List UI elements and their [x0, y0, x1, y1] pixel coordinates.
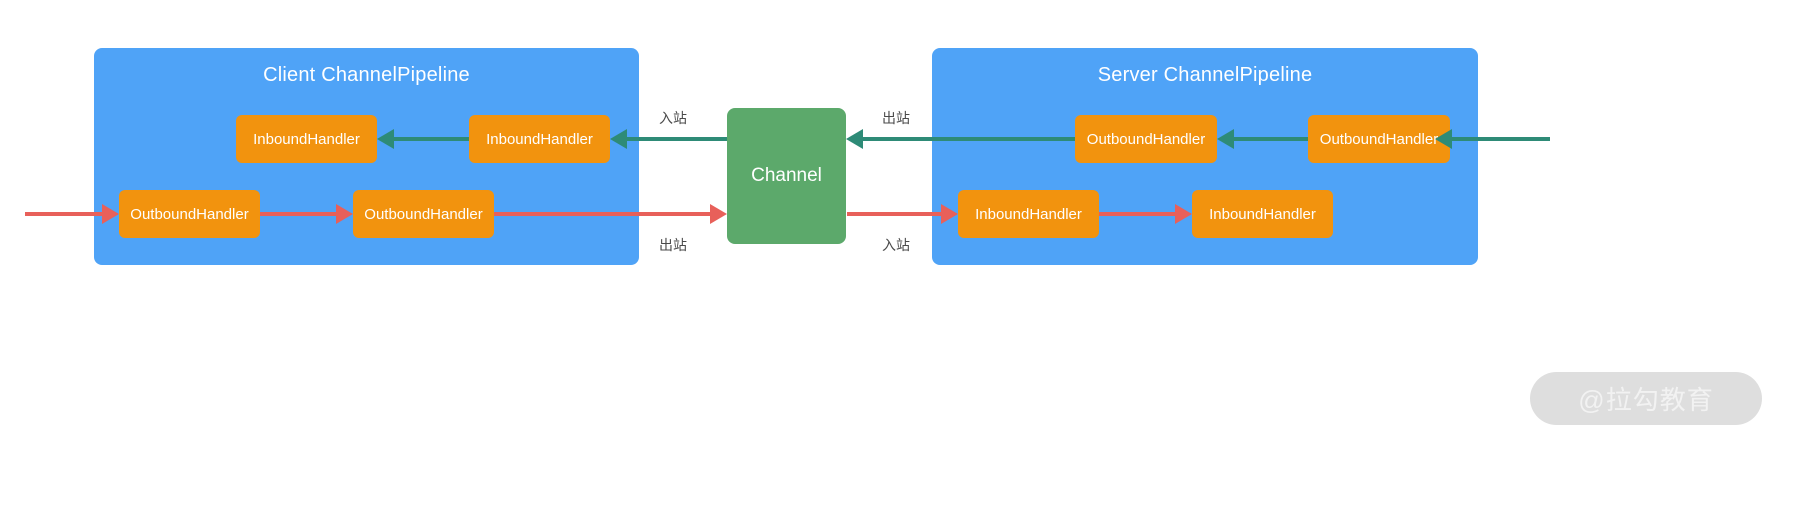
arrow-shaft — [494, 212, 712, 216]
arrow-head — [610, 129, 627, 149]
arrow-head — [1217, 129, 1234, 149]
arrow-head — [846, 129, 863, 149]
client-outbound-handler-2[interactable]: OutboundHandler — [353, 190, 494, 238]
client-outbound-handler-1[interactable]: OutboundHandler — [119, 190, 260, 238]
arrow-green-server-outbound-1-to-2 — [1217, 129, 1308, 149]
client-inbound-handler-2[interactable]: InboundHandler — [236, 115, 377, 163]
arrow-head — [941, 204, 958, 224]
arrow-shaft — [625, 137, 727, 141]
label-client-inbound: 入站 — [659, 110, 687, 126]
label-client-outbound: 出站 — [659, 237, 687, 253]
arrow-red-external-to-client-outbound-1 — [25, 204, 119, 224]
label-server-outbound: 出站 — [882, 110, 910, 126]
arrow-head — [710, 204, 727, 224]
arrow-head — [377, 129, 394, 149]
arrow-red-server-inbound-1-to-2 — [1099, 204, 1192, 224]
arrow-shaft — [260, 212, 338, 216]
arrow-green-external-to-server-outbound-1 — [1435, 129, 1550, 149]
arrow-head — [102, 204, 119, 224]
arrow-shaft — [25, 212, 104, 216]
arrow-red-client-outbound-1-to-2 — [260, 204, 353, 224]
arrow-head — [1175, 204, 1192, 224]
server-inbound-handler-1[interactable]: InboundHandler — [958, 190, 1099, 238]
channel-label: Channel — [751, 165, 822, 186]
watermark-text: @拉勾教育 — [1578, 385, 1714, 415]
arrow-shaft — [847, 212, 943, 216]
arrow-shaft — [392, 137, 469, 141]
channel-box[interactable]: Channel — [727, 108, 846, 244]
arrow-shaft — [861, 137, 1075, 141]
arrow-green-channel-to-client-inbound-1 — [610, 129, 727, 149]
watermark-pill: @拉勾教育 — [1530, 372, 1762, 425]
arrow-shaft — [1450, 137, 1550, 141]
arrow-shaft — [1232, 137, 1308, 141]
arrow-head — [1435, 129, 1452, 149]
client-inbound-handler-1[interactable]: InboundHandler — [469, 115, 610, 163]
arrow-green-server-outbound-2-to-channel — [846, 129, 1075, 149]
server-outbound-handler-2[interactable]: OutboundHandler — [1075, 115, 1217, 163]
client-pipeline-title: Client ChannelPipeline — [263, 64, 470, 86]
server-pipeline-title: Server ChannelPipeline — [1097, 64, 1313, 86]
arrow-red-client-outbound-2-to-channel — [494, 204, 727, 224]
server-outbound-handler-1[interactable]: OutboundHandler — [1308, 115, 1450, 163]
arrow-red-channel-to-server-inbound-1 — [847, 204, 958, 224]
arrow-green-client-inbound-1-to-2 — [377, 129, 469, 149]
arrow-head — [336, 204, 353, 224]
arrow-shaft — [1099, 212, 1177, 216]
server-inbound-handler-2[interactable]: InboundHandler — [1192, 190, 1333, 238]
label-server-inbound: 入站 — [882, 237, 910, 253]
